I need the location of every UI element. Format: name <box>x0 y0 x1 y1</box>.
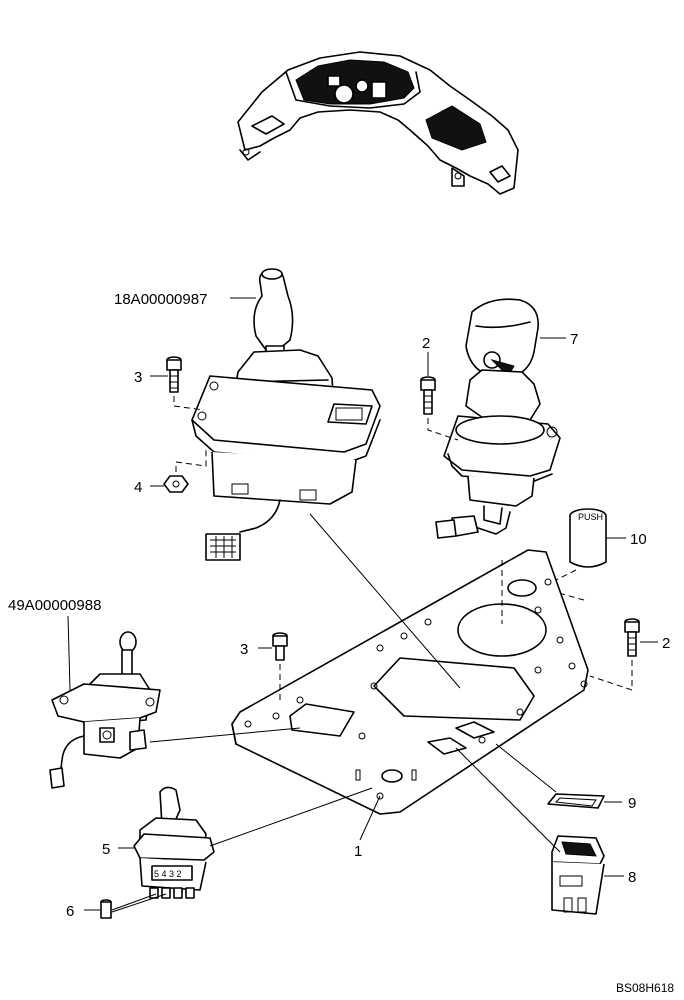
label-2-upper: 2 <box>422 335 430 352</box>
label-3-center: 3 <box>240 641 248 658</box>
joystick-assembly-7 <box>435 298 561 539</box>
nut-4 <box>163 450 207 493</box>
label-3-upper: 3 <box>134 369 142 386</box>
screw-3-upper <box>166 356 205 411</box>
label-1: 1 <box>354 843 362 860</box>
label-5: 5 <box>102 841 110 858</box>
cap-10: PUSH <box>538 508 607 601</box>
screw-2-right <box>589 618 640 691</box>
rocker-switch-8 <box>551 835 605 915</box>
label-2-right: 2 <box>662 635 670 652</box>
label-6: 6 <box>66 903 74 920</box>
label-8: 8 <box>628 869 636 886</box>
drawing-code: BS08H618 <box>616 981 674 995</box>
callout-labels: 18A00000987 3 4 2 7 10 49A00000988 3 2 1… <box>8 291 674 995</box>
svg-text:PUSH: PUSH <box>578 512 603 522</box>
label-10: 10 <box>630 531 647 548</box>
joystick-assembly-18A <box>191 268 381 561</box>
screw-3-center <box>272 632 288 700</box>
leader-lines <box>67 297 658 913</box>
screw-2-upper <box>420 376 459 441</box>
console-panel <box>237 51 519 195</box>
label-49A00000988: 49A00000988 <box>8 597 101 614</box>
label-7: 7 <box>570 331 578 348</box>
switch-5: 5 4 3 2 <box>133 786 215 899</box>
mounting-plate-1 <box>231 549 589 815</box>
lever-assembly-49A <box>49 631 161 789</box>
pin-6 <box>100 899 112 919</box>
label-4: 4 <box>134 479 142 496</box>
switch-pin-numbers: 5 4 3 2 <box>154 869 182 879</box>
label-18A00000987: 18A00000987 <box>114 291 207 308</box>
rocker-frame-9 <box>547 793 605 809</box>
label-9: 9 <box>628 795 636 812</box>
